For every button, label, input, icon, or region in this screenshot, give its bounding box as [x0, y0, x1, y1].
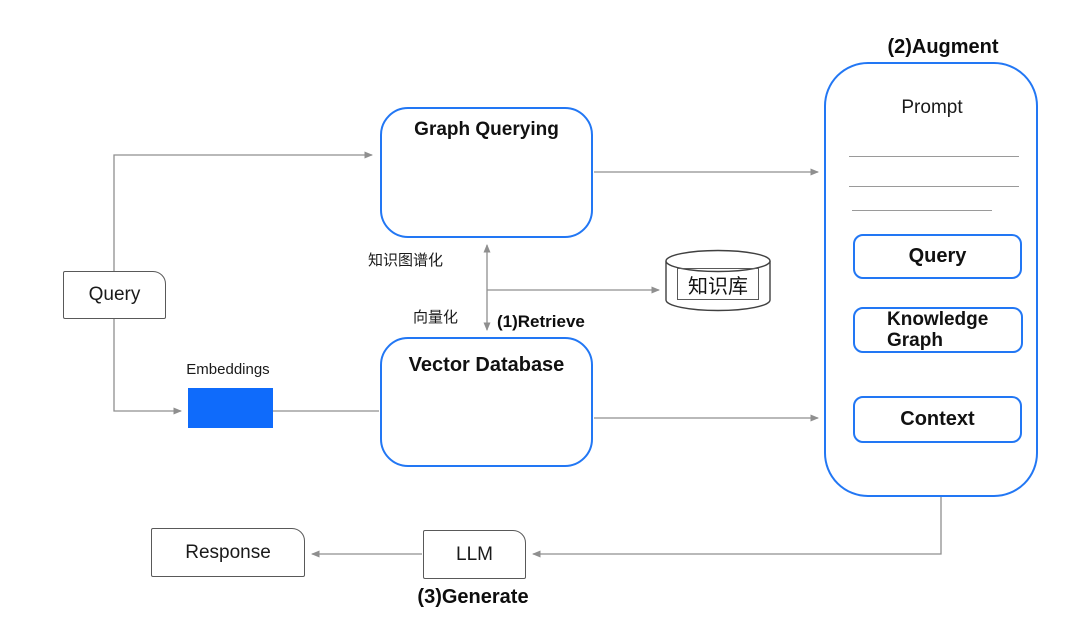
prompt-item-query: Query	[853, 234, 1022, 279]
prompt-item-knowledge-graph: Knowledge Graph	[853, 307, 1023, 353]
arrow-prompt-to-llm	[532, 497, 942, 558]
graph-querying-title: Graph Querying	[414, 119, 559, 140]
prompt-item-context: Context	[853, 396, 1022, 443]
knowledge-base-label: 知识库	[677, 268, 759, 300]
prompt-placeholder-line	[849, 156, 1019, 157]
prompt-title: Prompt	[901, 97, 963, 118]
embeddings-label: Embeddings	[186, 361, 270, 378]
prompt-placeholder-line	[849, 186, 1019, 187]
prompt-placeholder-line	[852, 210, 992, 211]
knowledge-graphify-label: 知识图谱化	[368, 252, 444, 269]
embeddings-vector-rect	[188, 388, 273, 428]
vectorize-label: 向量化	[413, 309, 459, 326]
prompt-item-query-label: Query	[908, 245, 967, 267]
prompt-panel: Prompt Query Knowledge Graph Context	[824, 62, 1038, 497]
response-node-label: Response	[185, 541, 271, 563]
query-node: Query	[63, 271, 166, 319]
step-1-retrieve-label: (1)Retrieve	[497, 312, 585, 331]
query-node-label: Query	[88, 284, 141, 305]
response-node: Response	[151, 528, 305, 577]
vector-database-title: Vector Database	[408, 354, 565, 376]
arrow-query-to-embeddings	[113, 318, 182, 415]
prompt-item-knowledge-graph-label: Knowledge Graph	[887, 308, 989, 351]
prompt-item-context-label: Context	[900, 408, 975, 430]
llm-node-label: LLM	[456, 543, 493, 565]
step-3-generate-label: (3)Generate	[417, 586, 529, 608]
arrow-query-to-graph-querying	[113, 151, 373, 271]
database-cylinder-icon	[665, 249, 771, 312]
graph-querying-node: Graph Querying	[380, 107, 593, 238]
vector-database-node: Vector Database	[380, 337, 593, 467]
llm-node: LLM	[423, 530, 526, 579]
step-2-augment-label: (2)Augment	[887, 36, 999, 58]
